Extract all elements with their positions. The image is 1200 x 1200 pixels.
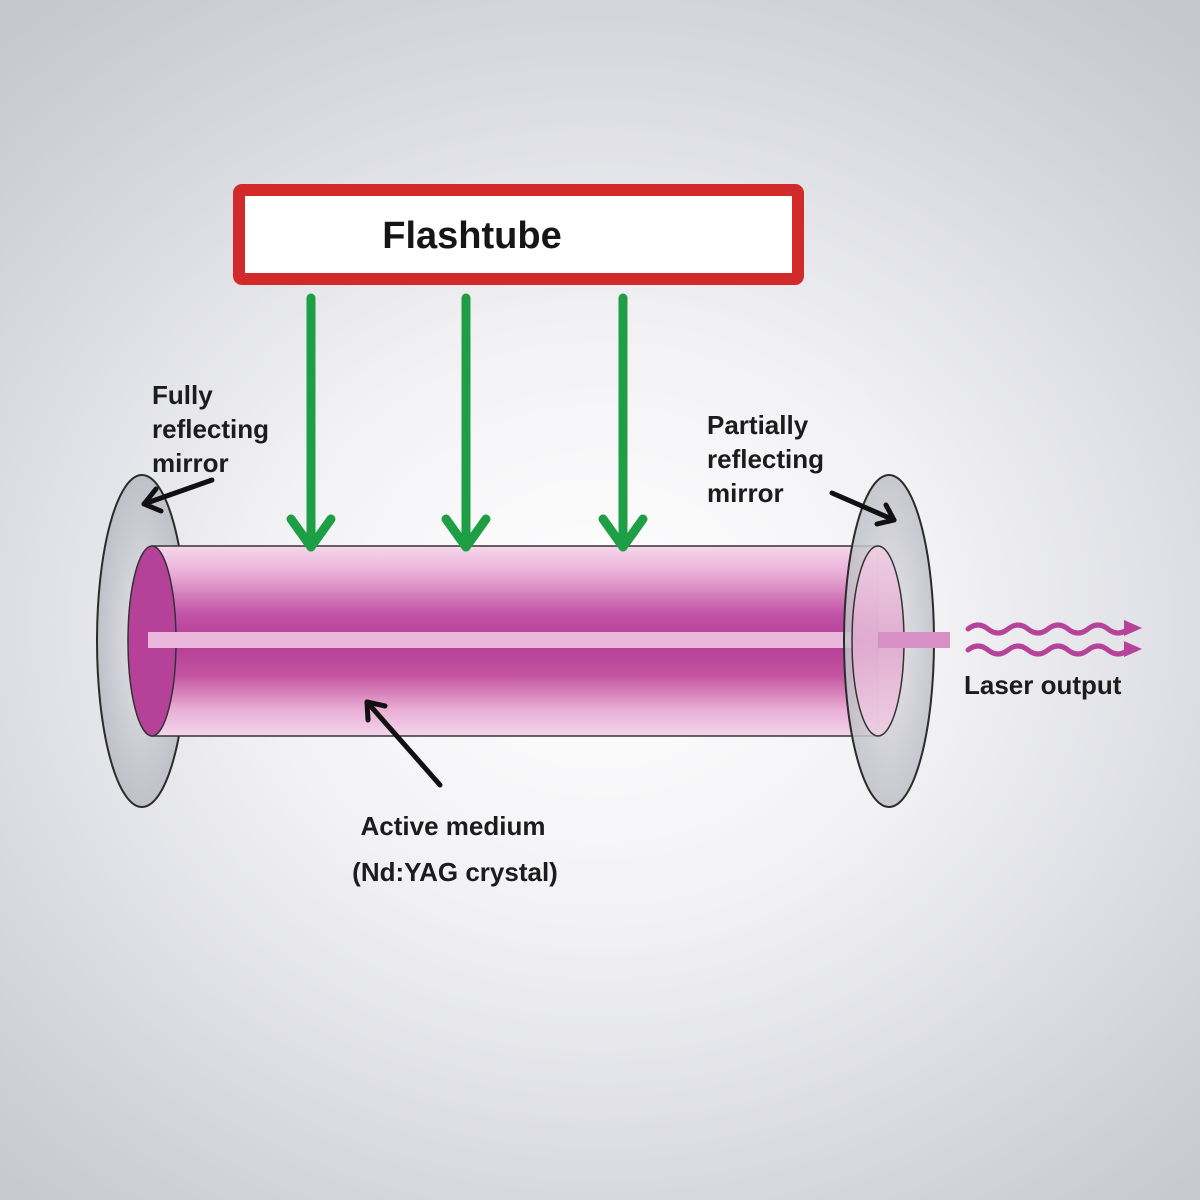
arrow-icon: [829, 490, 897, 527]
flashtube-label: Flashtube: [382, 215, 561, 257]
down-arrow-icon: [598, 293, 648, 552]
output-beam: [878, 632, 950, 648]
partially-reflecting-mirror-group: [843, 474, 950, 808]
internal-beam: [148, 632, 878, 648]
down-arrow-icon: [286, 293, 336, 552]
pointer-arrows: [141, 477, 897, 788]
fully-reflecting-mirror-label: Fully reflecting mirror: [152, 380, 269, 478]
label-line: mirror: [152, 448, 229, 478]
arrow-icon: [141, 477, 215, 514]
down-arrow-icon: [441, 293, 491, 552]
partially-reflecting-mirror-label: Partially reflecting mirror: [707, 410, 824, 508]
laser-output-label: Laser output: [964, 670, 1122, 700]
label-line: (Nd:YAG crystal): [352, 857, 558, 887]
label-line: Active medium: [361, 811, 546, 841]
label-line: mirror: [707, 478, 784, 508]
wavy-arrow-icon: [965, 620, 1142, 657]
flashtube-box: [233, 184, 804, 285]
flashtube: Flashtube: [233, 184, 804, 285]
active-medium-rod: [127, 545, 879, 737]
label-line: reflecting: [707, 444, 824, 474]
arrow-icon: [364, 699, 443, 788]
active-medium-label: Active medium (Nd:YAG crystal): [352, 811, 558, 887]
label-line: Fully: [152, 380, 213, 410]
label-line: reflecting: [152, 414, 269, 444]
label-line: Partially: [707, 410, 809, 440]
pump-arrows: [286, 293, 648, 552]
